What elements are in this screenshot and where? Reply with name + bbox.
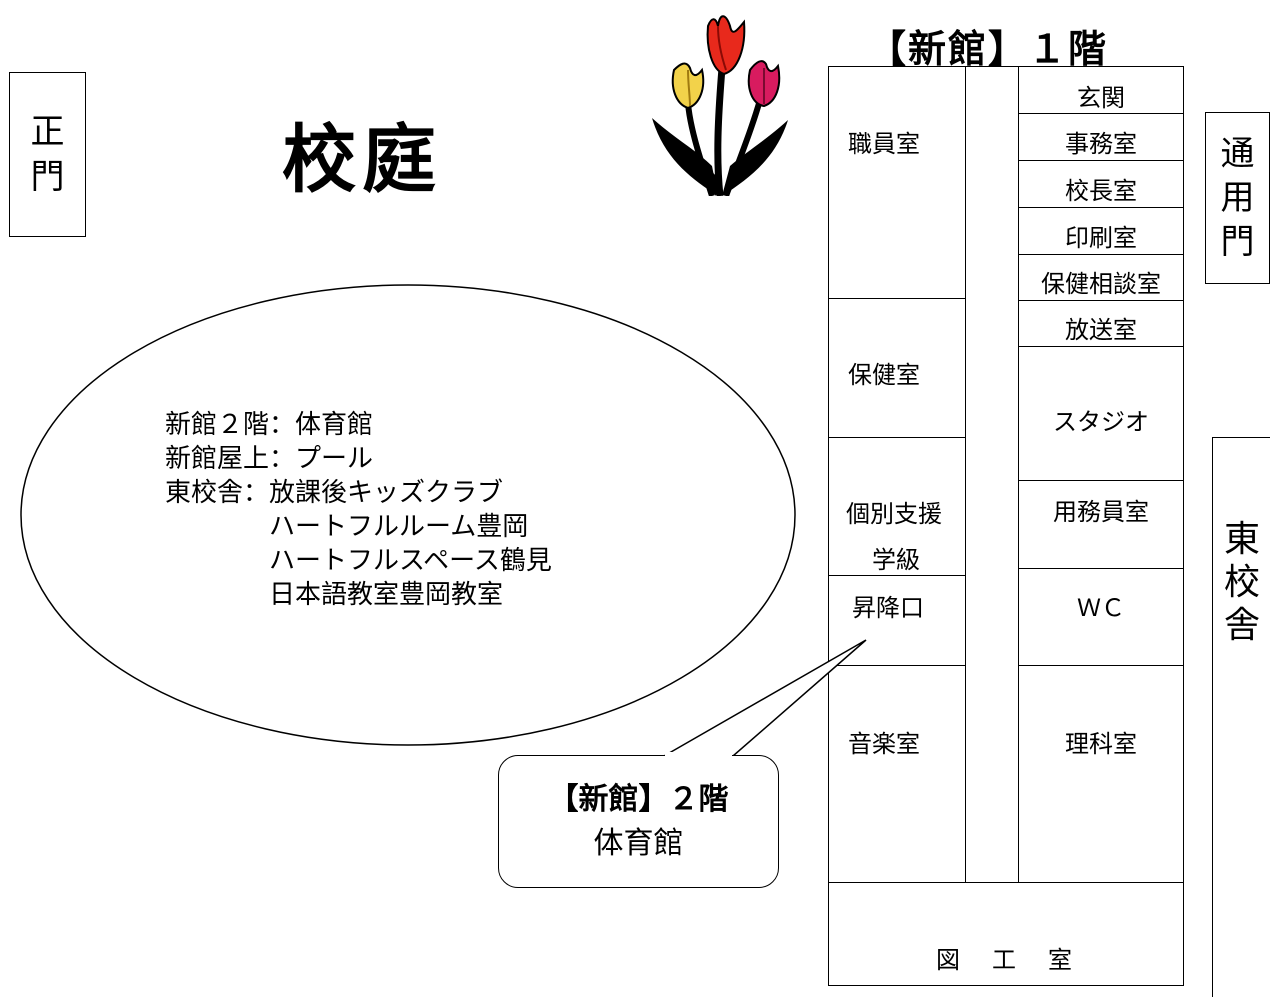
music-room-label: 音楽室 [848,730,920,758]
service-gate-box: 通 用 門 [1205,112,1270,284]
right-room-divider [1018,160,1184,161]
health-consult-label: 保健相談室 [1041,270,1161,298]
studio-label: スタジオ [1053,408,1149,436]
corridor-wall-right [1018,66,1019,883]
wc-label: ＷＣ [1077,594,1125,622]
main-gate-char: 正 [30,112,65,153]
science-label: 理科室 [1065,730,1137,758]
left-room-divider [828,437,965,438]
callout-subtitle: 体育館 [593,826,684,861]
info-line: ハートフルルーム豊岡 [165,512,529,542]
info-line: 日本語教室豊岡教室 [165,580,504,610]
right-room-divider [1018,207,1184,208]
entrance-hall-label: 昇降口 [852,594,924,622]
principal-label: 校長室 [1065,177,1137,205]
east-building-box: 東 校 舎 [1212,437,1270,997]
east-building-char: 校 [1223,562,1260,604]
callout-pointer-join [665,752,732,758]
office-label: 事務室 [1065,130,1137,158]
service-gate-char: 通 [1220,133,1255,174]
special-support-label: 個別支援 [846,500,942,528]
callout-title: 【新館】２階 [548,782,729,817]
art-room-divider [828,882,1184,883]
corridor-wall-left [965,66,966,883]
left-room-divider [828,665,965,666]
left-room-divider [828,575,965,576]
entrance-label: 玄関 [1077,84,1125,112]
right-room-divider [1018,346,1184,347]
right-room-divider [1018,113,1184,114]
info-ellipse [20,284,796,746]
info-line: 新館２階：体育館 [165,410,374,440]
right-room-divider [1018,480,1184,481]
tulip-icon [652,15,788,196]
info-line: ハートフルスペース鶴見 [165,546,552,576]
service-gate-char: 用 [1220,177,1255,218]
custodian-label: 用務員室 [1053,498,1149,526]
staff-room-label: 職員室 [848,130,920,158]
left-room-divider [828,298,965,299]
east-building-char: 舎 [1223,605,1260,647]
info-line: 新館屋上：プール [165,444,374,474]
right-room-divider [1018,665,1184,666]
callout-bubble: 【新館】２階 体育館 [498,755,779,888]
right-room-divider [1018,300,1184,301]
broadcast-label: 放送室 [1065,316,1137,344]
service-gate-char: 門 [1220,222,1255,263]
main-gate-box: 正 門 [9,72,86,237]
east-building-char: 東 [1223,519,1260,560]
art-room-label: 図 工 室 [936,946,1076,974]
courtyard-label: 校庭 [282,117,442,203]
main-gate-char: 門 [30,156,65,197]
info-ellipse-text: 新館２階：体育館 新館屋上：プール 東校舎：放課後キッズクラブ ハートフルルーム… [165,408,552,612]
info-line: 東校舎：放課後キッズクラブ [165,478,504,508]
printing-label: 印刷室 [1065,224,1137,252]
building-title: 【新館】１階 [868,27,1109,71]
special-support-label: 学級 [872,546,920,574]
right-room-divider [1018,568,1184,569]
health-room-label: 保健室 [848,361,920,389]
right-room-divider [1018,254,1184,255]
